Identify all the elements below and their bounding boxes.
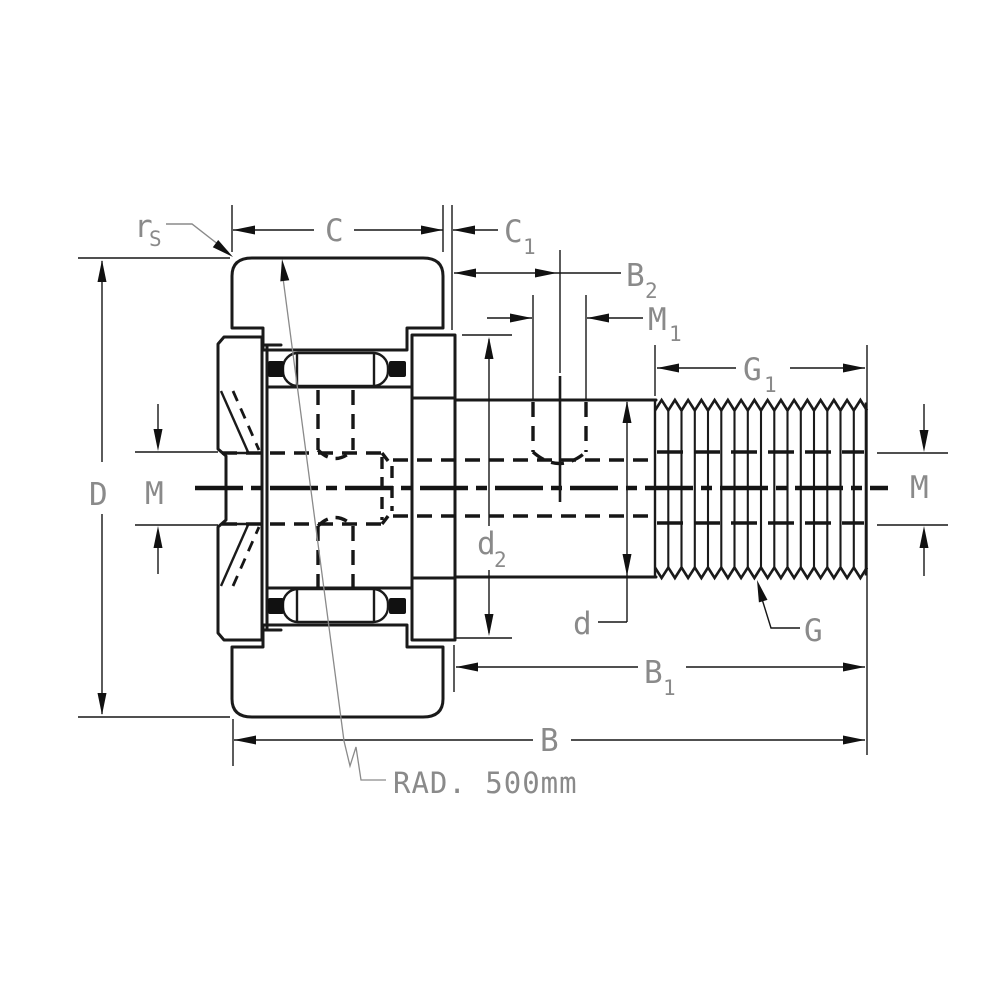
label-G: G: [804, 613, 823, 649]
label-rs: r: [134, 209, 153, 245]
dim-d2: [455, 334, 512, 639]
dim-C: [231, 205, 444, 252]
rs-leader: [166, 223, 233, 257]
label-B1: B: [644, 655, 663, 691]
dim-d: [598, 401, 632, 623]
dim-B: [232, 719, 865, 766]
cage-block: [268, 598, 284, 614]
label-d2: d: [477, 526, 496, 562]
label-d: d: [573, 606, 592, 642]
outer-ring-top-section: [230, 256, 445, 352]
label-M-right: M: [910, 470, 929, 506]
dim-B1: [453, 645, 865, 692]
needle-rollers: [268, 351, 406, 624]
thread-profile: [653, 565, 869, 581]
collar-bottom-section: [410, 576, 457, 642]
dim-M-left: [135, 404, 218, 574]
label-B1-sub: 1: [663, 676, 676, 700]
collar-top-section: [410, 333, 457, 400]
label-B2-sub: 2: [645, 279, 658, 303]
label-C1: C: [504, 214, 523, 250]
rad-leader: [280, 259, 386, 781]
dim-B2: [454, 250, 621, 373]
label-G1: G: [743, 352, 762, 388]
washer-outline: [216, 335, 264, 642]
outer-ring-bottom-section: [230, 623, 445, 719]
thread-profile: [653, 397, 869, 413]
dimension-labels: r S C C 1 B 2 M 1 G 1 D M M d 2 d G B 1 …: [89, 209, 929, 800]
label-M1: M: [648, 302, 667, 338]
needle-roller-top: [281, 351, 390, 388]
label-d2-sub: 2: [494, 548, 507, 572]
label-D: D: [89, 477, 108, 513]
cage-block: [389, 598, 406, 614]
label-B2: B: [626, 258, 645, 294]
dim-D: [78, 257, 230, 718]
label-rad-note: RAD. 500mm: [393, 766, 578, 800]
label-M-left: M: [145, 476, 164, 512]
outer-ring-roller: [230, 256, 445, 719]
label-G1-sub: 1: [764, 373, 777, 397]
label-C: C: [325, 213, 344, 249]
dim-C1: [451, 205, 498, 330]
g-leader: [757, 580, 800, 629]
label-C1-sub: 1: [523, 235, 536, 259]
dim-M1: [487, 295, 643, 399]
dim-G1: [654, 345, 868, 755]
label-M1-sub: 1: [669, 322, 682, 346]
cage-block: [389, 361, 406, 377]
needle-roller-bottom: [281, 587, 390, 624]
label-B: B: [540, 723, 559, 759]
cage-block: [268, 361, 284, 377]
dim-M-right: [877, 404, 948, 576]
dimensions: [78, 205, 948, 781]
label-rs-sub: S: [149, 227, 162, 251]
